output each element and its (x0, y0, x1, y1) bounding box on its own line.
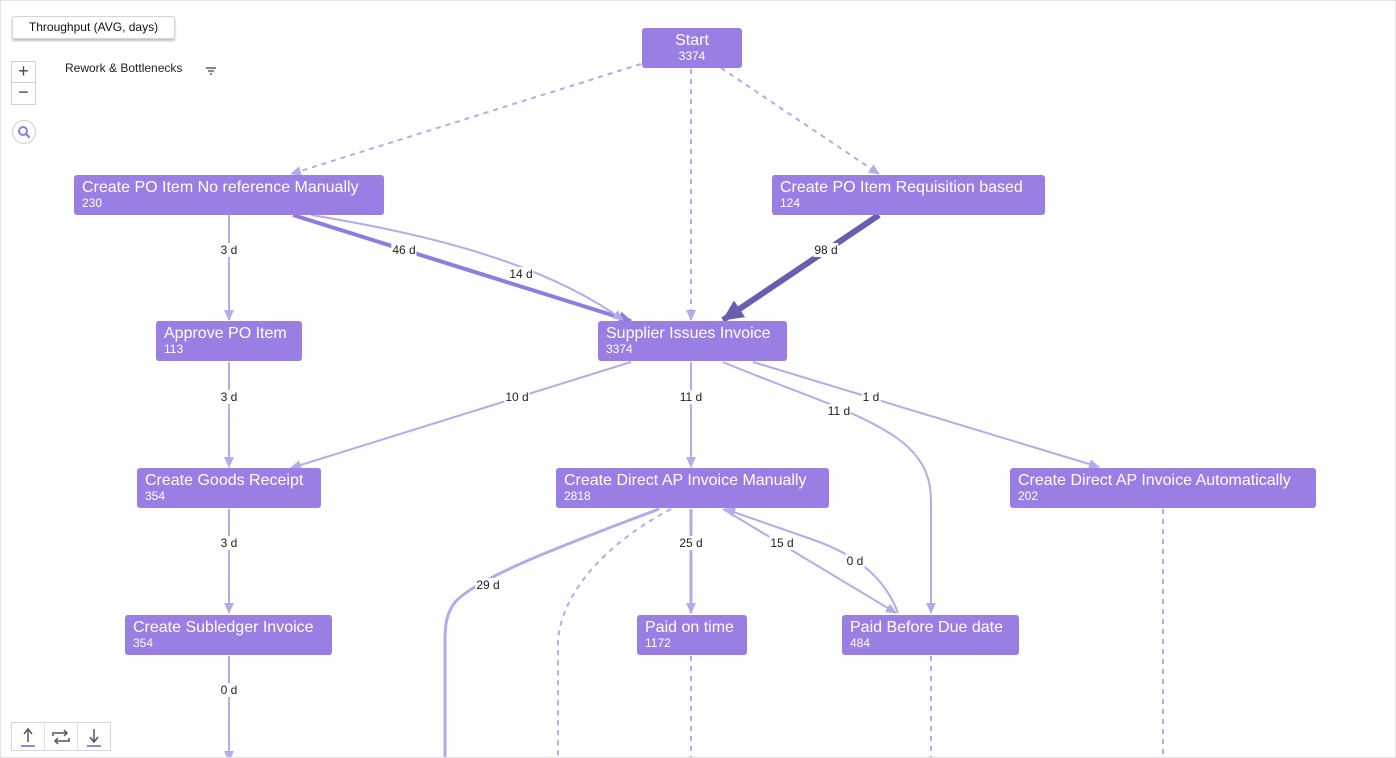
edge-label-supplier-to-auto: 1 d (861, 390, 881, 404)
node-label: Create PO Item Requisition based (780, 179, 1023, 196)
edge-label-approve-to-receipt: 3 d (219, 390, 239, 404)
node-label: Create PO Item No reference Manually (82, 179, 359, 196)
edge-noref-to-supplier-alt (310, 214, 624, 321)
layout-toggle-button[interactable] (44, 723, 77, 750)
edge-label-noref-to-supplier: 46 d (391, 243, 417, 257)
node-label: Approve PO Item (164, 325, 287, 342)
layout-top-down-button[interactable] (12, 723, 44, 750)
edge-label-req-to-supplier: 98 d (813, 243, 839, 257)
edge-before-due-to-manual (724, 507, 899, 614)
node-label: Paid on time (645, 619, 734, 636)
edge-supplier-to-receipt (290, 361, 632, 470)
edge-label-manual-to-end: 29 d (475, 578, 501, 592)
repeat-icon (52, 728, 70, 745)
node-supplier-issues-invoice[interactable]: Supplier Issues Invoice 3374 (598, 321, 787, 361)
filter-icon[interactable] (205, 63, 217, 81)
node-count: 3374 (678, 49, 706, 63)
node-paid-on-time[interactable]: Paid on time 1172 (637, 615, 747, 655)
node-label: Create Direct AP Invoice Manually (564, 472, 807, 489)
search-button[interactable] (12, 120, 36, 144)
node-label: Start (675, 32, 709, 49)
node-create-po-requisition[interactable]: Create PO Item Requisition based 124 (772, 175, 1045, 215)
node-label: Create Direct AP Invoice Automatically (1018, 472, 1291, 489)
node-count: 484 (850, 636, 871, 650)
edge-label-supplier-to-receipt: 10 d (504, 390, 530, 404)
zoom-out-button[interactable]: − (11, 82, 36, 105)
edge-noref-to-supplier (292, 213, 632, 324)
node-label: Create Goods Receipt (145, 472, 304, 489)
node-create-po-no-reference[interactable]: Create PO Item No reference Manually 230 (74, 175, 384, 215)
edge-req-to-supplier (721, 212, 881, 323)
edge-label-manual-to-on-time: 25 d (678, 536, 704, 550)
node-approve-po-item[interactable]: Approve PO Item 113 (156, 321, 302, 361)
edge-label-noref-to-supplier-alt: 14 d (508, 267, 534, 281)
node-count: 113 (164, 342, 184, 356)
search-icon (18, 126, 31, 139)
edge-label-noref-to-approve: 3 d (219, 243, 239, 257)
edge-start-to-noref (290, 63, 642, 176)
edge-label-subledger-to-next: 0 d (219, 683, 239, 697)
node-count: 354 (133, 636, 154, 650)
node-label: Paid Before Due date (850, 619, 1003, 636)
node-count: 230 (82, 196, 103, 210)
node-create-goods-receipt[interactable]: Create Goods Receipt 354 (137, 468, 321, 508)
edge-label-receipt-to-subledger: 3 d (219, 536, 239, 550)
node-label: Create Subledger Invoice (133, 619, 314, 636)
node-direct-ap-invoice-manually[interactable]: Create Direct AP Invoice Manually 2818 (556, 468, 829, 508)
node-count: 3374 (606, 342, 633, 356)
view-filter-label: Rework & Bottlenecks (65, 61, 183, 75)
metric-selector-button[interactable]: Throughput (AVG, days) (12, 16, 175, 39)
node-create-subledger-invoice[interactable]: Create Subledger Invoice 354 (125, 615, 332, 655)
arrow-down-icon (87, 728, 101, 747)
edge-manual-to-end-dashed (557, 508, 672, 757)
edge-label-manual-to-before-due: 15 d (769, 536, 795, 550)
node-count: 1172 (645, 636, 671, 650)
node-label: Supplier Issues Invoice (606, 325, 771, 342)
layout-toolbar (11, 722, 111, 751)
layout-bottom-up-button[interactable] (77, 723, 110, 750)
edge-label-supplier-to-before-due: 11 d (826, 404, 852, 418)
edge-supplier-to-before-due (722, 361, 936, 614)
edge-manual-to-end (443, 507, 660, 757)
zoom-in-button[interactable]: + (11, 61, 36, 83)
edge-supplier-to-auto (752, 361, 1100, 469)
node-start[interactable]: Start 3374 (642, 28, 742, 68)
node-count: 354 (145, 489, 166, 503)
node-count: 2818 (564, 489, 591, 503)
edge-label-before-due-to-manual: 0 d (845, 554, 865, 568)
node-direct-ap-invoice-automatically[interactable]: Create Direct AP Invoice Automatically 2… (1010, 468, 1316, 508)
arrow-up-icon (21, 727, 35, 747)
edge-label-supplier-to-manual: 11 d (678, 390, 704, 404)
edge-start-to-req (720, 67, 880, 175)
node-count: 202 (1018, 489, 1039, 503)
edge-manual-to-before-due (722, 508, 897, 614)
node-count: 124 (780, 196, 801, 210)
node-paid-before-due-date[interactable]: Paid Before Due date 484 (842, 615, 1019, 655)
